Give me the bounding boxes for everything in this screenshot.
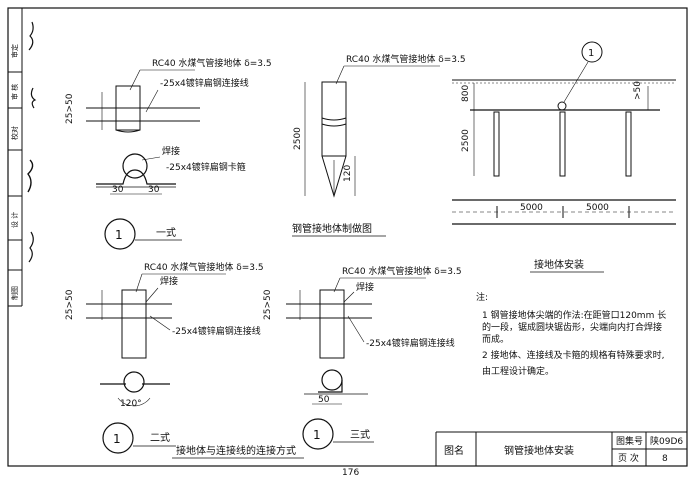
strip-label-4: 设 计 [10,212,19,228]
fig3-dim-bottom: 50 [318,395,330,405]
install-span-1: 5000 [520,203,543,213]
install-dim-50: >50 [633,81,643,100]
sheet-border [7,7,688,467]
install-dim-800: 800 [461,85,471,102]
install-dim-2500: 2500 [461,129,471,152]
page-value: 8 [662,454,668,464]
install-span-2: 5000 [586,203,609,213]
signature-mark [28,21,34,51]
fig2-material-label: RC40 水煤气管接地体 δ=3.5 [144,261,264,273]
fig2-weld-label: 焊接 [160,275,178,287]
signature-mark [27,159,34,193]
pipe-material-label: RC40 水煤气管接地体 δ=3.5 [346,53,466,65]
fig1-strap-label: -25x4镀锌扁钢连接线 [160,77,249,89]
signature-mark [28,231,34,263]
title-block: 图名 钢管接地体安装 图集号 陕09D6 页 次 8 [435,431,687,466]
fig2-style-label: 二式 [150,431,170,444]
install-circle-number: 1 [588,48,594,59]
note-line: 2 接地体、连接线及卡箍的规格有特殊要求时, [482,349,664,361]
bottom-caption: 接地体与连接线的连接方式 [176,444,296,457]
fig3-circle-number: 1 [313,428,321,442]
fig3: RC40 水煤气管接地体 δ=3.5 焊接 -25x4镀锌扁钢连接线 25>50… [263,265,462,450]
fig1-dim-right: 30 [148,185,160,195]
notes-title: 注: [476,291,488,303]
drawing-name: 钢管接地体安装 [504,444,574,457]
fig1-style-label: 一式 [156,226,176,239]
fig2-strap-label: -25x4镀锌扁钢连接线 [172,325,261,337]
fig2-circle-number: 1 [113,432,121,446]
fig1-material-label: RC40 水煤气管接地体 δ=3.5 [152,57,272,69]
fig3-weld-label: 焊接 [356,281,374,293]
title-label-atlas: 图集号 [616,435,643,447]
pipe-dim-total: 2500 [293,127,303,150]
pipe-caption: 钢管接地体制做图 [292,222,372,235]
fig-install: 1 800 >50 2500 5000 5000 接地体安装 [452,41,676,273]
left-strip: 审定 审 核 校对 设 计 制图 [8,8,37,307]
fig3-strap-label: -25x4镀锌扁钢连接线 [366,337,455,349]
strip-label-3: 校对 [10,126,19,140]
fig2-angle: 120° [120,399,142,409]
fig2-dim-height: 25>50 [65,289,75,320]
title-label-tumin: 图名 [444,444,464,457]
fig1: RC40 水煤气管接地体 δ=3.5 -25x4镀锌扁钢连接线 25>50 焊接… [65,57,272,250]
page-number: 176 [342,468,359,478]
fig-pipe: RC40 水煤气管接地体 δ=3.5 2500 120 钢管接地体制做图 [292,53,466,237]
pipe-dim-tip: 120 [343,165,353,182]
note-line: 的一段，锯成圆块锯齿形，尖端向内打合焊接 [482,321,662,333]
strip-label-5: 制图 [10,286,19,300]
fig2: RC40 水煤气管接地体 δ=3.5 焊接 -25x4镀锌扁钢连接线 25>50… [65,261,264,454]
strip-label-1: 审定 [10,44,19,58]
fig3-style-label: 三式 [350,428,370,441]
signature-mark [30,87,37,109]
title-label-page: 页 次 [618,452,639,464]
strip-label-2: 审 核 [10,84,19,100]
fig3-material-label: RC40 水煤气管接地体 δ=3.5 [342,265,462,277]
fig1-circle-number: 1 [115,228,123,242]
notes: 注: 1 钢管接地体尖端的作法:在距管口120mm 长 的一段，锯成圆块锯齿形，… [476,291,666,377]
note-line: 由工程设计确定。 [482,365,554,377]
atlas-number: 陕09D6 [650,435,683,447]
note-line: 而成。 [482,333,509,345]
fig1-weld-label: 焊接 [162,145,180,157]
fig3-dim-height: 25>50 [263,289,273,320]
fig1-dim-height: 25>50 [65,93,75,124]
fig1-dim-left: 30 [112,185,124,195]
note-line: 1 钢管接地体尖端的作法:在距管口120mm 长 [482,309,666,321]
install-caption: 接地体安装 [534,258,584,271]
fig1-clamp-label: -25x4镀锌扁钢卡箍 [166,161,246,173]
